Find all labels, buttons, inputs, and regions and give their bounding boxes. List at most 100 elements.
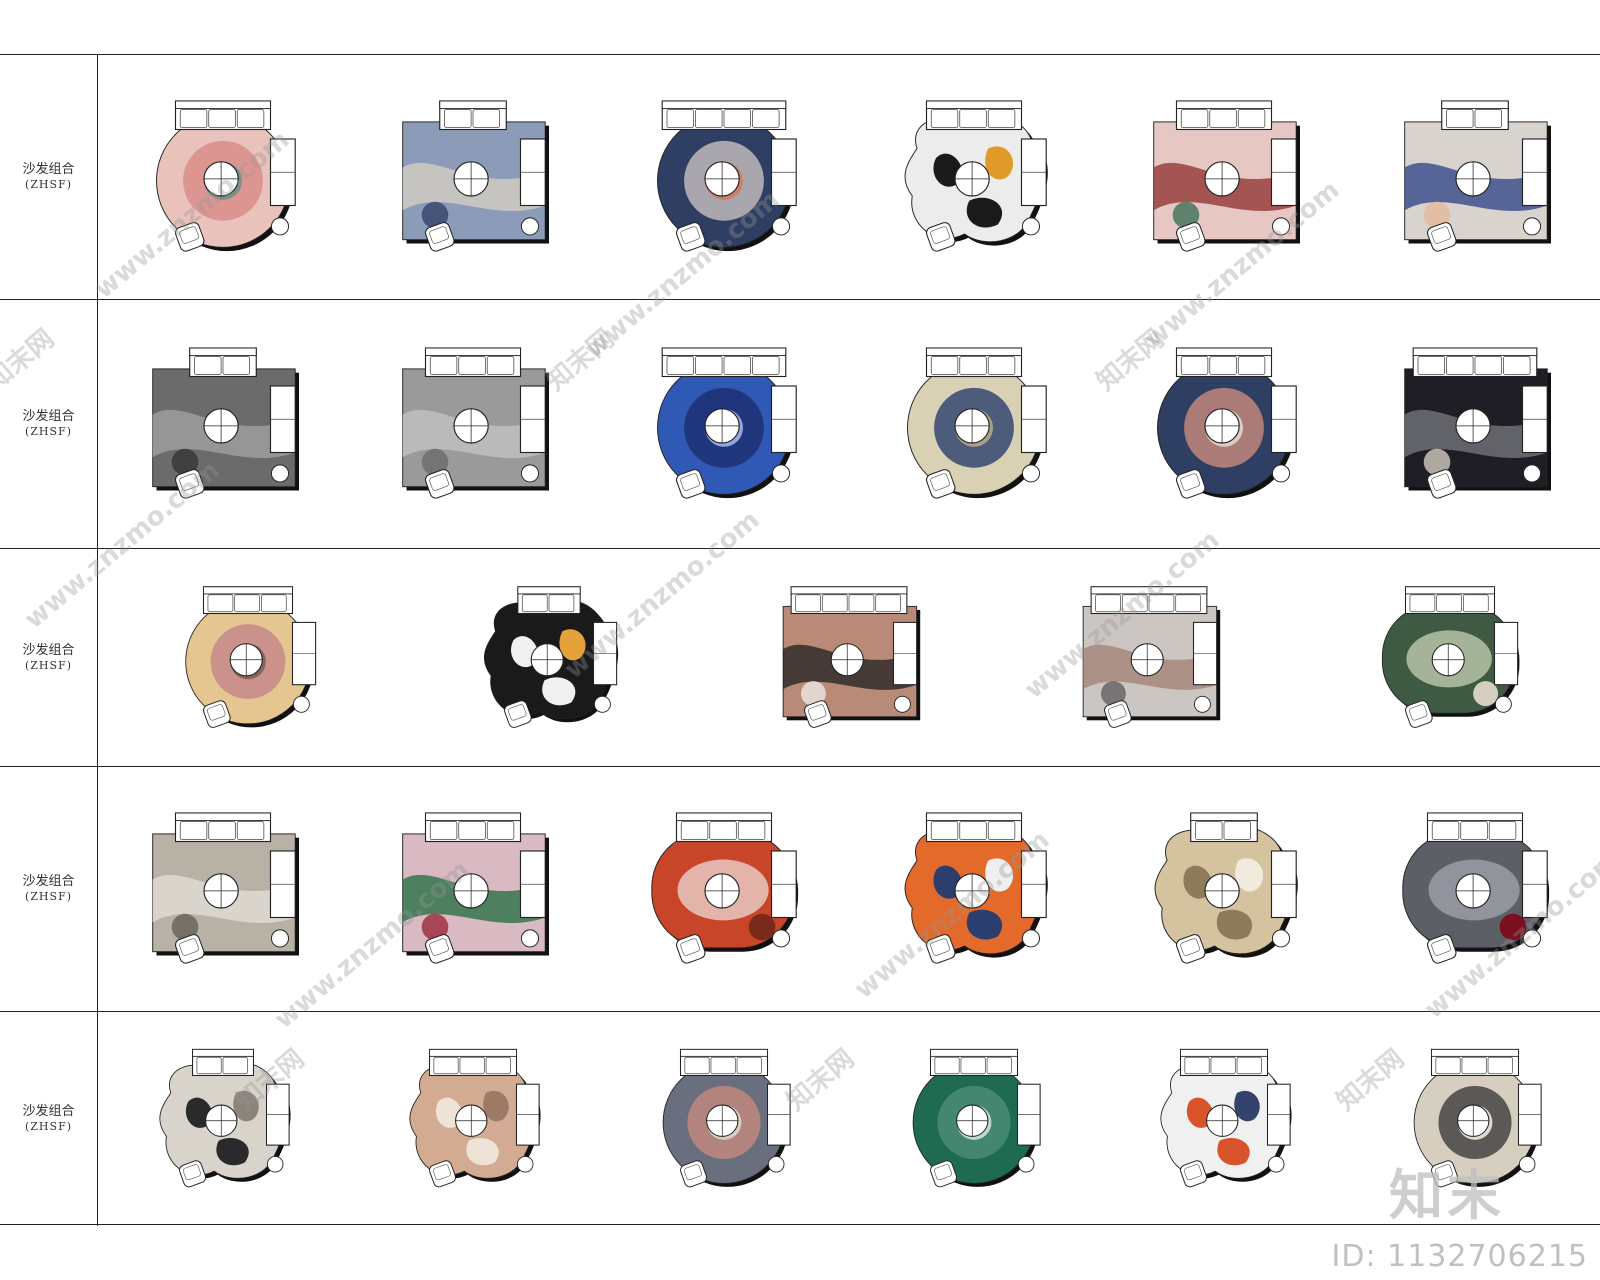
row-label-cell: 沙发组合(ZHSF) (0, 549, 98, 766)
row-code: (ZHSF) (25, 178, 72, 191)
rug-pattern (1499, 913, 1527, 941)
brand-logo: 知末 (1389, 1164, 1505, 1227)
row-code: (ZHSF) (25, 658, 72, 672)
row-label: 沙发组合 (22, 1104, 75, 1119)
armchair (1430, 1160, 1458, 1188)
rug-pattern (800, 680, 826, 706)
sofa-cushion (1211, 1056, 1237, 1075)
sofa-plan-cell (1350, 767, 1600, 1011)
sofa-cushion (1435, 1056, 1461, 1075)
armchair-seat (179, 473, 200, 491)
side-table (1494, 695, 1512, 713)
sofa-back (661, 100, 787, 110)
sofa-plan-cell (1099, 767, 1349, 1011)
sofa-cushion (444, 109, 472, 128)
armchair-seat (507, 703, 527, 721)
side-table (1522, 929, 1541, 948)
sofa-cushion (1175, 593, 1202, 612)
sofa-plan-cell (699, 549, 999, 766)
armchair (175, 222, 205, 252)
sofa-back (192, 1048, 255, 1057)
sofa-plan-drawing (651, 812, 798, 964)
sofa-cushion (1224, 821, 1252, 840)
armchair-seat (183, 1164, 202, 1181)
side-table (293, 695, 311, 713)
sofa-back (1426, 812, 1523, 822)
armchair (679, 1160, 707, 1188)
armchair-seat (808, 703, 827, 721)
sofa-plan-drawing (402, 100, 550, 252)
sofa-plan-drawing (904, 812, 1048, 964)
sofa-cushion (959, 109, 987, 128)
armchair (926, 934, 956, 964)
armchair (179, 1160, 207, 1188)
sofa-back (175, 812, 272, 822)
sofa-cushion (261, 593, 287, 612)
armchair-seat (429, 938, 450, 956)
sofa-plan-drawing (402, 812, 550, 964)
sofa-cushion (1209, 109, 1238, 128)
sofa-back (926, 347, 1023, 357)
sofa-cushion (1209, 356, 1238, 375)
sofa-plan-drawing (1402, 812, 1549, 964)
sofa-back (930, 1048, 1019, 1057)
side-table (521, 929, 540, 948)
armchair (1426, 222, 1457, 252)
rug-pattern (1234, 1090, 1261, 1122)
sofa-plan-drawing (152, 347, 300, 499)
sofa-plan-cell (849, 1012, 1099, 1226)
side-table (1018, 1155, 1035, 1173)
sofa-cushion (1095, 593, 1122, 612)
sofa-cushion (666, 356, 694, 375)
row-label-cell: 沙发组合(ZHSF) (0, 55, 98, 299)
sofa-back (175, 100, 272, 110)
sofa-plan-drawing (483, 585, 618, 728)
armchair-seat (433, 1164, 452, 1181)
armchair (1176, 934, 1206, 964)
sofa-plan-drawing (185, 585, 317, 728)
rug-pattern (483, 1090, 510, 1122)
rug-pattern (1173, 201, 1200, 229)
sofa-plan-cell (1300, 549, 1600, 766)
side-table (1022, 464, 1041, 483)
armchair-seat (1408, 703, 1428, 721)
rug-pattern (422, 448, 449, 476)
sofa-plan-cell (98, 300, 348, 548)
sofa-cushion (207, 593, 234, 612)
armchair-seat (1184, 1164, 1203, 1181)
sofa-back (1176, 347, 1273, 357)
rug-pattern (1235, 858, 1264, 892)
armchair-seat (930, 938, 951, 956)
sofa-plan-drawing (782, 585, 921, 728)
side-table (1522, 464, 1541, 483)
side-table (1272, 217, 1291, 236)
armchair-seat (1431, 226, 1451, 244)
side-table (1272, 464, 1291, 483)
sofa-cushion (196, 1056, 222, 1075)
sofa-back (1176, 100, 1273, 110)
armchair (1180, 1160, 1208, 1188)
sofa-cushion (1238, 109, 1266, 128)
rug-pattern (466, 1137, 500, 1166)
sofa-cushion (237, 821, 265, 840)
rug-pattern (1472, 680, 1498, 706)
side-table (771, 464, 790, 483)
sofa-cushion (222, 1056, 248, 1075)
sofa-plan-drawing (656, 347, 797, 499)
side-table (1022, 217, 1041, 236)
sofa-cushion (1487, 1056, 1513, 1075)
armchair (675, 934, 706, 964)
sofa-plan-drawing (904, 100, 1048, 252)
sofa-plan-drawing (1160, 1048, 1293, 1188)
sofa-plan-drawing (1404, 347, 1551, 499)
sofa-plan-cell (999, 549, 1299, 766)
sofa-plan-cell (599, 55, 849, 299)
sofa-cushion (433, 1056, 460, 1075)
side-table (1194, 695, 1212, 713)
sofa-plan-cell (98, 549, 398, 766)
armchair (1426, 934, 1457, 964)
armchair-seat (930, 226, 951, 244)
sofa-plan-drawing (159, 1048, 291, 1188)
sofa-cushion (723, 356, 751, 375)
sofa-cushion (458, 356, 487, 375)
